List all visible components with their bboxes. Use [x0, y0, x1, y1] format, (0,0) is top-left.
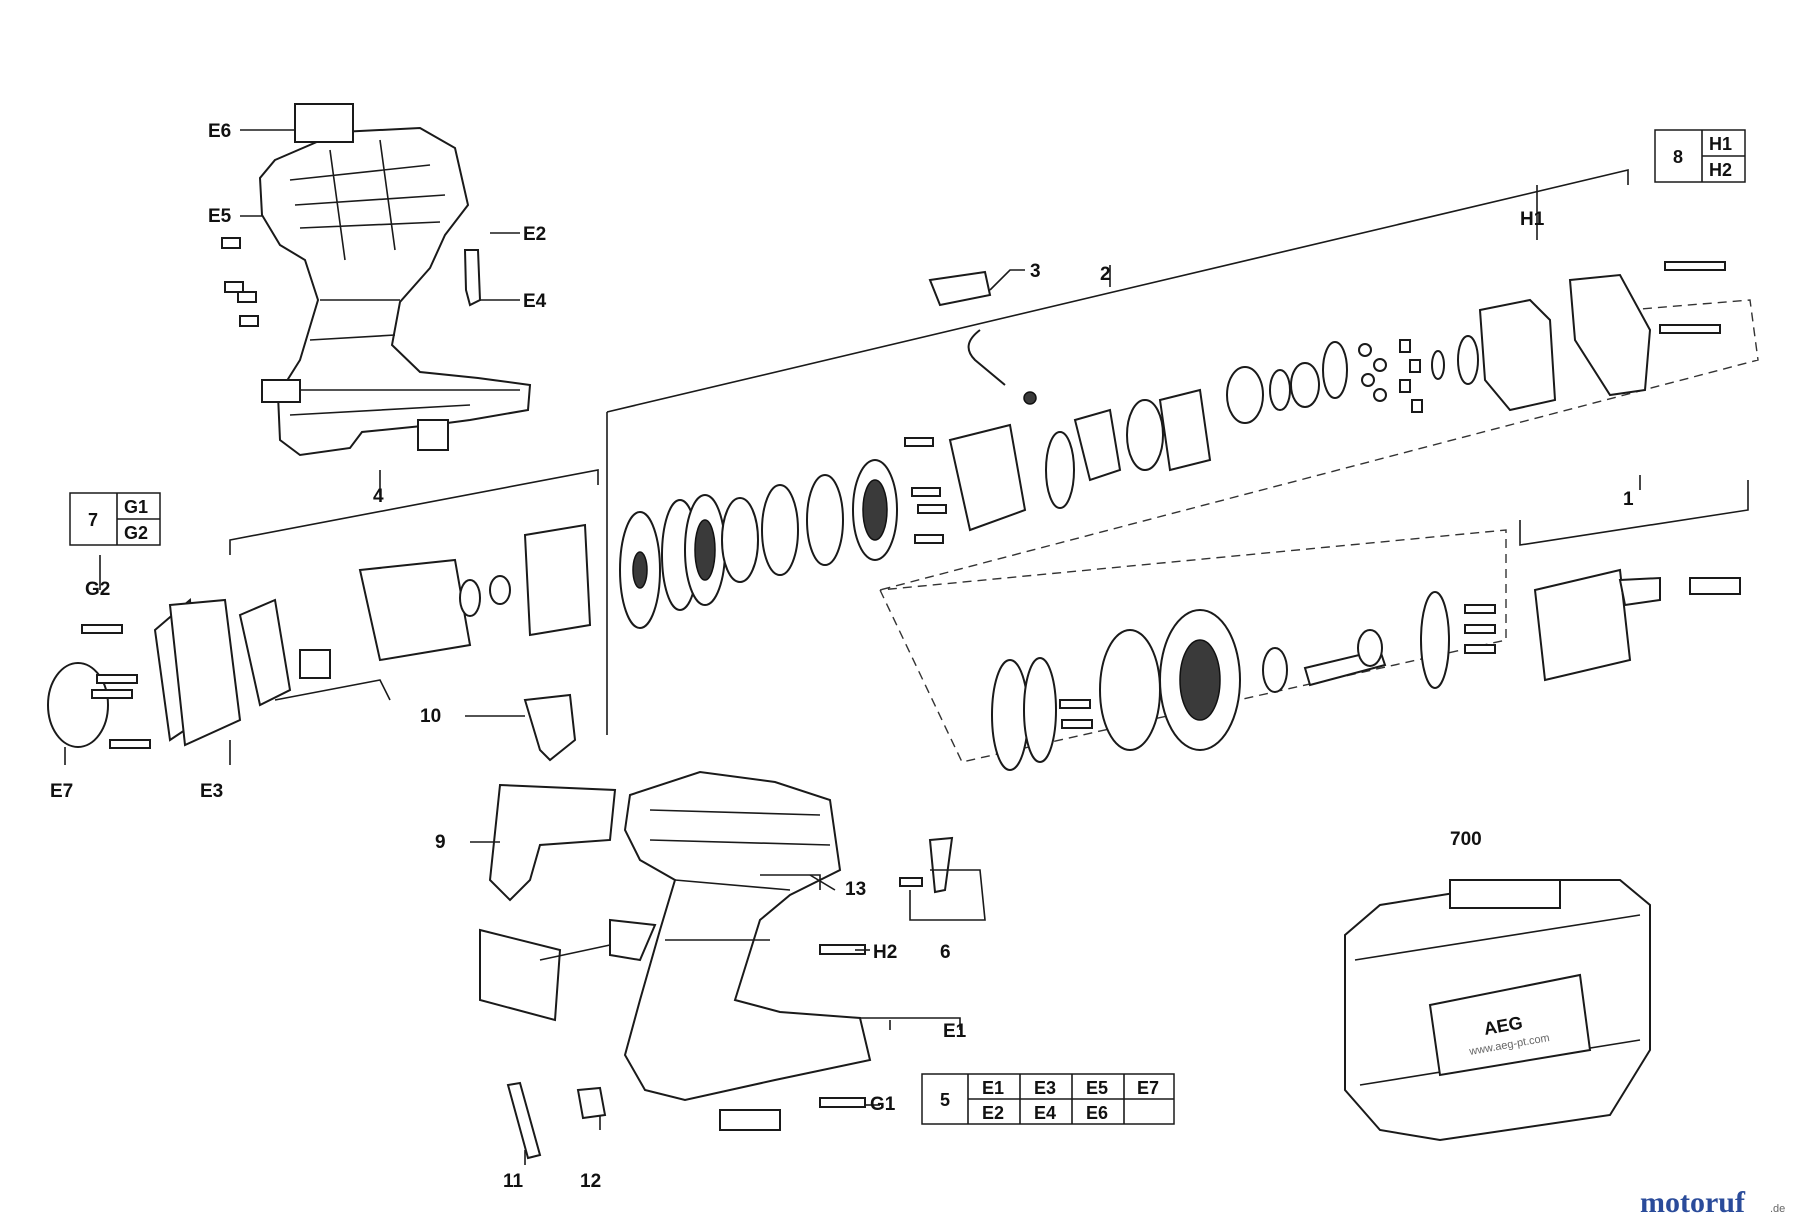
callout-e3: E3 — [200, 781, 223, 802]
table-8: 8 H1 H2 — [1654, 129, 1746, 183]
table-5-r1-c1: E1 — [982, 1078, 1004, 1098]
screw-g1 — [819, 1097, 866, 1108]
callout-h1: H1 — [1520, 209, 1545, 230]
gearbox-parts — [619, 273, 1652, 629]
callout-11: 11 — [503, 1171, 524, 1192]
part-3 — [928, 270, 992, 307]
callout-10: 10 — [420, 706, 441, 727]
callout-3: 3 — [1030, 261, 1041, 282]
table-5-r1-c3: E5 — [1086, 1078, 1108, 1098]
callout-g1: G1 — [870, 1094, 896, 1115]
table-8-num: 8 — [1673, 147, 1683, 167]
table-5-r1-c4: E7 — [1137, 1078, 1159, 1098]
table-8-row-2: H2 — [1709, 160, 1732, 180]
callout-2: 2 — [1100, 264, 1111, 285]
table-5-r2-c1: E2 — [982, 1103, 1004, 1123]
housing-half-upper — [258, 126, 532, 457]
table-7-num: 7 — [88, 510, 98, 530]
leader-lines — [64, 129, 1641, 1165]
table-7: 7 G1 G2 — [69, 492, 161, 546]
group-4-frame — [229, 469, 599, 555]
screws-group-4 — [81, 624, 151, 749]
watermark-suffix: .de — [1770, 1203, 1785, 1215]
callout-h2: H2 — [873, 942, 897, 963]
callout-g2: G2 — [85, 579, 110, 600]
group-1-frame — [1519, 480, 1749, 546]
table-5: 5 E1 E3 E5 E7 E2 E4 E6 — [921, 1073, 1175, 1125]
callout-1: 1 — [1623, 489, 1634, 510]
table-5-r2-c3: E6 — [1086, 1103, 1108, 1123]
part-6 — [928, 836, 954, 894]
callout-6: 6 — [940, 942, 951, 963]
callout-700: 700 — [1450, 829, 1482, 850]
callout-12: 12 — [580, 1171, 601, 1192]
table-7-row-1: G1 — [124, 497, 148, 517]
label-plate-e6 — [294, 103, 354, 143]
pins-e5 — [221, 237, 259, 327]
clip-e4 — [463, 249, 482, 307]
callout-13: 13 — [845, 879, 866, 900]
callout-e6: E6 — [208, 121, 231, 142]
group-1-dash — [879, 529, 1507, 763]
table-5-r2-c2: E4 — [1034, 1103, 1056, 1123]
motor-parts — [47, 523, 592, 748]
switch-9 — [479, 783, 657, 1022]
bit-11 — [506, 1081, 542, 1160]
callout-e4: E4 — [523, 291, 547, 312]
table-8-row-1: H1 — [1709, 134, 1732, 154]
callout-e5: E5 — [208, 206, 232, 227]
table-5-r1-c2: E3 — [1034, 1078, 1056, 1098]
callout-e7: E7 — [50, 781, 73, 802]
callout-9: 9 — [435, 832, 446, 853]
group-2-dash — [879, 299, 1759, 591]
group-2-frame — [606, 168, 1629, 735]
housing-half-lower — [623, 770, 872, 1131]
chuck-parts — [991, 568, 1741, 771]
part-10 — [523, 693, 577, 762]
callout-e1: E1 — [943, 1021, 967, 1042]
callout-e2: E2 — [523, 224, 546, 245]
holder-12 — [576, 1086, 607, 1120]
screws-group-2 — [904, 261, 1726, 544]
callout-4: 4 — [373, 486, 384, 507]
table-7-row-2: G2 — [124, 523, 148, 543]
table-5-num: 5 — [940, 1090, 950, 1110]
watermark-text: motoruf — [1640, 1186, 1746, 1219]
carry-case-700 — [1344, 879, 1651, 1142]
watermark: motoruf .de — [1640, 1186, 1785, 1219]
